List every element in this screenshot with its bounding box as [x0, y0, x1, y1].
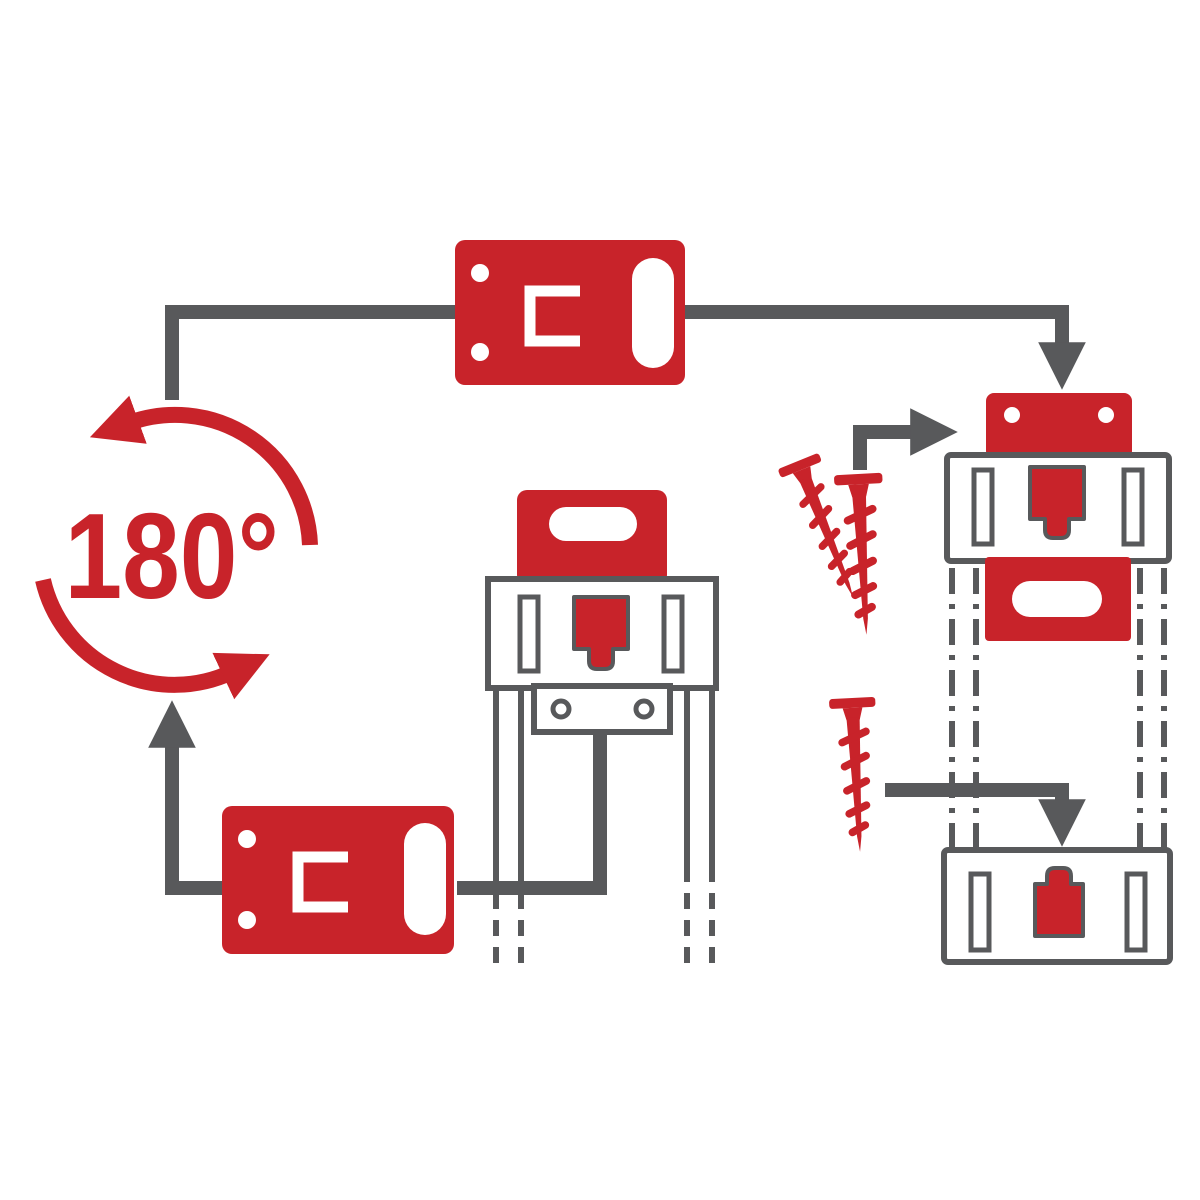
arrow-top-right-down — [685, 305, 1086, 390]
clip-cutout — [292, 851, 348, 913]
bracket-slot-left — [517, 594, 541, 674]
screw-hole — [1098, 407, 1114, 423]
screw-hole — [633, 698, 655, 720]
lock-knob — [1028, 465, 1086, 540]
bracket-slot-right — [1124, 871, 1148, 953]
rotation-indicator: 180° — [35, 395, 318, 700]
rotation-angle-label: 180° — [64, 488, 278, 624]
rotation-arc-upper — [89, 395, 318, 546]
clamp-plate-bottom — [222, 806, 454, 954]
mounting-plate — [531, 683, 673, 735]
screw-hole — [238, 830, 256, 848]
bracket-slot-right — [1121, 467, 1145, 547]
handle-slot — [404, 823, 446, 935]
lock-knob — [1033, 866, 1085, 938]
arrow-up-left — [148, 700, 222, 895]
bracket-top-view — [941, 393, 1173, 965]
screws — [778, 453, 891, 853]
handle-slot — [632, 258, 674, 368]
top-tab — [986, 393, 1132, 459]
rotation-arc-lower — [35, 578, 270, 700]
screw-hole — [238, 911, 256, 929]
clamp-plate-body — [222, 806, 454, 954]
bracket-slot-right — [661, 594, 685, 674]
bracket-slot-left — [971, 467, 995, 547]
arrow-screw-down — [885, 783, 1086, 847]
bracket-legs — [493, 688, 715, 966]
bracket-slot-left — [968, 871, 992, 953]
arrow-screws-to-bracket — [853, 408, 958, 470]
alignment-guides — [949, 568, 1167, 848]
clamp-plate-top — [455, 240, 685, 385]
screw-hole — [471, 343, 489, 361]
screw-hole — [471, 264, 489, 282]
bracket-front-view — [485, 490, 719, 966]
connector-bottom-center — [457, 732, 607, 895]
screw-icon — [829, 697, 883, 853]
connector-top-left — [165, 305, 455, 400]
screw-hole — [550, 698, 572, 720]
clip-cutout — [524, 285, 580, 347]
lock-knob — [572, 595, 630, 671]
clamp-plate-body — [455, 240, 685, 385]
screw-hole — [1004, 407, 1020, 423]
hanger-slot — [549, 507, 637, 541]
handle-slot — [1012, 581, 1102, 617]
